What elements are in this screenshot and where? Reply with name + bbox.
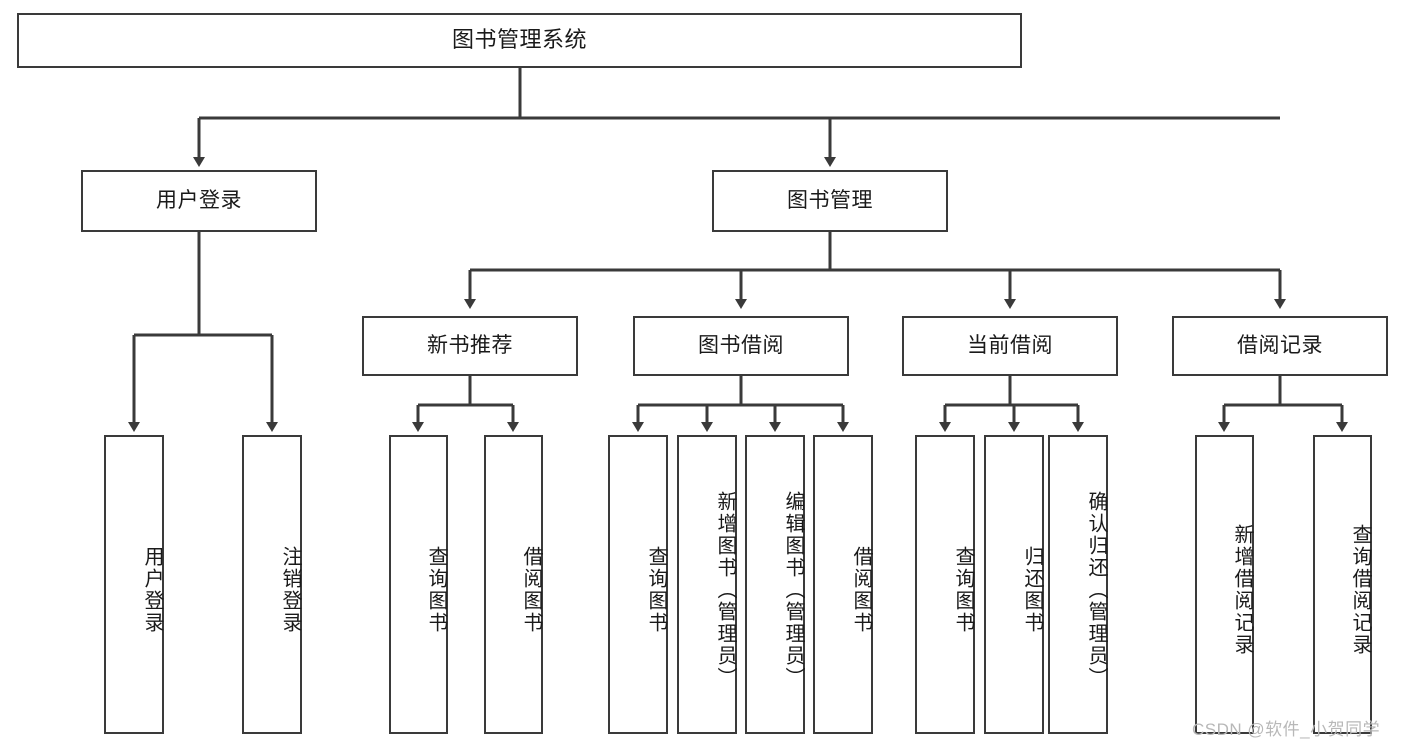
leaf-current-query-book[interactable]: 查询图书 xyxy=(915,435,975,734)
leaf-record-add-record[interactable]: 新增借阅记录 xyxy=(1195,435,1254,734)
leaf-current-return-book[interactable]: 归还图书 xyxy=(984,435,1044,734)
leaf-borrow-borrow-book[interactable]: 借阅图书 xyxy=(813,435,873,734)
node-label: 查询图书 xyxy=(645,545,667,634)
leaf-user-login[interactable]: 用户登录 xyxy=(104,435,164,734)
watermark-text: CSDN @软件_小贺同学 xyxy=(1192,720,1381,739)
leaf-user-logout[interactable]: 注销登录 xyxy=(242,435,302,734)
node-label: 图书借阅 xyxy=(698,334,784,358)
leaf-recommend-query-book[interactable]: 查询图书 xyxy=(389,435,448,734)
leaf-borrow-query-book[interactable]: 查询图书 xyxy=(608,435,668,734)
node-label: 查询图书 xyxy=(425,545,447,634)
node-label: 用户登录 xyxy=(141,545,163,634)
node-book-borrow[interactable]: 图书借阅 xyxy=(633,316,849,376)
node-root-system[interactable]: 图书管理系统 xyxy=(17,13,1022,68)
node-label: 用户登录 xyxy=(156,189,242,213)
node-label: 确认归还（管理员） xyxy=(1085,490,1107,689)
leaf-borrow-add-book-admin[interactable]: 新增图书（管理员） xyxy=(677,435,737,734)
node-book-management[interactable]: 图书管理 xyxy=(712,170,948,232)
node-label: 归还图书 xyxy=(1021,545,1043,634)
node-label: 查询借阅记录 xyxy=(1349,523,1371,656)
node-current-borrow[interactable]: 当前借阅 xyxy=(902,316,1118,376)
leaf-record-query-record[interactable]: 查询借阅记录 xyxy=(1313,435,1372,734)
node-label: 查询图书 xyxy=(952,545,974,634)
node-label: 编辑图书（管理员） xyxy=(782,490,804,689)
node-label: 新增图书（管理员） xyxy=(714,490,736,689)
node-new-book-recommend[interactable]: 新书推荐 xyxy=(362,316,578,376)
node-borrow-record[interactable]: 借阅记录 xyxy=(1172,316,1388,376)
node-label: 当前借阅 xyxy=(967,334,1053,358)
leaf-recommend-borrow-book[interactable]: 借阅图书 xyxy=(484,435,543,734)
node-label: 图书管理系统 xyxy=(451,27,587,53)
leaf-borrow-edit-book-admin[interactable]: 编辑图书（管理员） xyxy=(745,435,805,734)
node-user-login[interactable]: 用户登录 xyxy=(81,170,317,232)
node-label: 新增借阅记录 xyxy=(1231,523,1253,656)
node-label: 借阅记录 xyxy=(1237,334,1323,358)
leaf-current-confirm-return-admin[interactable]: 确认归还（管理员） xyxy=(1048,435,1108,734)
node-label: 图书管理 xyxy=(787,189,873,213)
node-label: 借阅图书 xyxy=(850,545,872,634)
node-label: 新书推荐 xyxy=(427,334,513,358)
node-label: 注销登录 xyxy=(279,545,301,634)
node-label: 借阅图书 xyxy=(520,545,542,634)
